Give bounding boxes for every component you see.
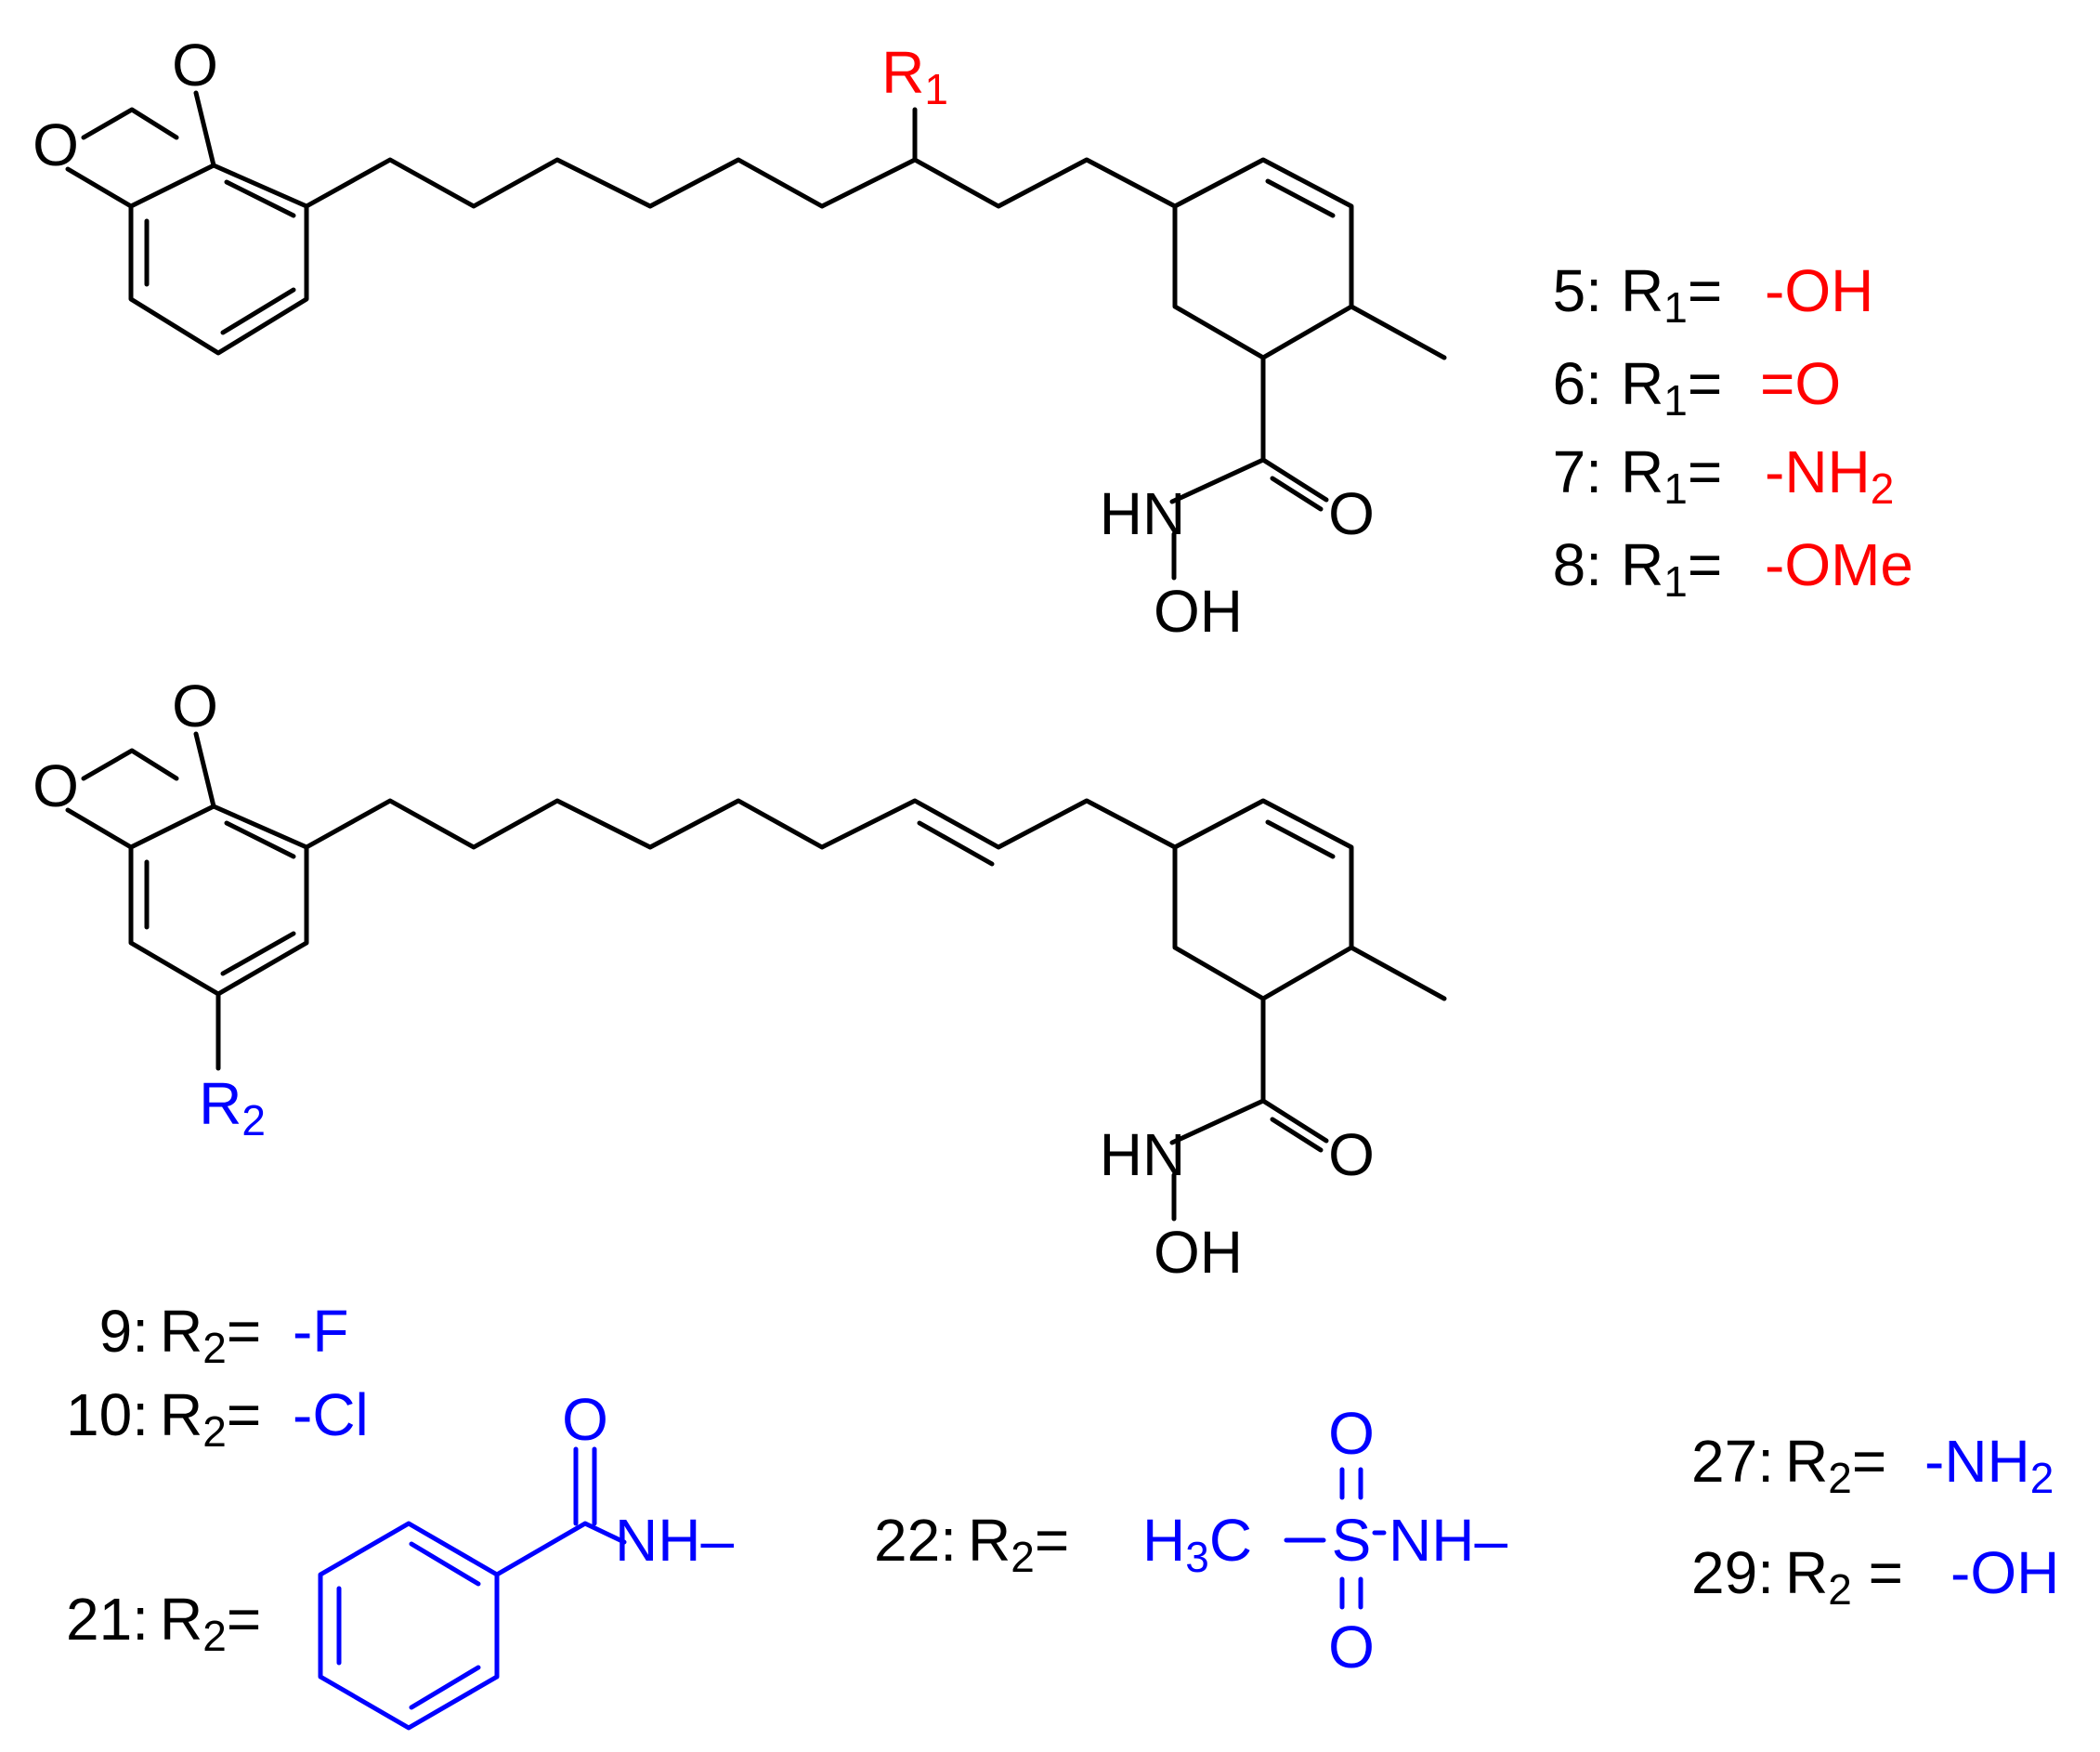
r2-legend-row: 27: R2= -NH2 (1691, 1428, 2054, 1502)
substituent-value: -OH (1950, 1539, 2059, 1606)
substituent-value: -OMe (1765, 531, 1913, 598)
oh-label: OH (1154, 578, 1243, 645)
benzamide-amide-bonds (494, 1446, 627, 1577)
compound-number: 21: (66, 1586, 149, 1653)
compound-number: 6: (1553, 350, 1602, 417)
oh-label: OH (1154, 1219, 1243, 1286)
carbonyl-oxygen-label: O (562, 1386, 608, 1453)
compound-number: 27: (1691, 1428, 1774, 1495)
r1-substituent-label: R1 (881, 39, 948, 113)
compound-number: 5: (1553, 257, 1602, 324)
r-label: R1= (1621, 257, 1722, 332)
r2-legend-row: 21: R2= O NH– (66, 1386, 734, 1731)
r2-legend-row: 22: R2= H3C S O O NH– (874, 1400, 1507, 1680)
cyclohexene-double-2 (1265, 819, 1336, 859)
compound-number: 9: (99, 1298, 149, 1365)
oxygen-label: O (172, 673, 218, 739)
benzamide-ring (318, 1521, 500, 1731)
hn-label: HN (1100, 1121, 1185, 1188)
structure-r1-series: O O R1 O HN OH (33, 32, 1447, 645)
r-label: R2= (160, 1381, 261, 1456)
carbonyl-2 (1260, 1098, 1329, 1153)
r1-legend: 5: R1= -OH 6: R1= =O 7: R1= -NH2 8: R1= … (1553, 257, 1913, 606)
benzamide-ring-inner (336, 1541, 481, 1710)
benzamide-substituent: O NH– (318, 1386, 734, 1731)
h3c-label: H3C (1142, 1507, 1252, 1581)
r-label: R2 = (1785, 1539, 1920, 1614)
r2-legend-row: 9: R2= -F (99, 1298, 349, 1372)
trans-double-bond (917, 820, 995, 867)
benzene-ring-1-inner (144, 179, 296, 335)
substituent-value: -F (293, 1298, 348, 1365)
compound-number: 10: (66, 1381, 149, 1448)
methanesulfonamide-substituent: H3C S O O NH– (1142, 1400, 1507, 1680)
cyclohexene-ring-1 (1172, 157, 1354, 360)
methylenedioxy-bonds (81, 748, 179, 781)
benzene-ring-2-inner (144, 820, 296, 976)
alkenyl-chain (304, 798, 1178, 850)
r1-legend-row: 7: R1= -NH2 (1553, 438, 1895, 513)
substituent-value: =O (1760, 350, 1841, 417)
carbonyl-1 (1260, 457, 1329, 512)
methyl-2 (1349, 945, 1447, 1001)
carbonyl-oxygen-label: O (1328, 1121, 1375, 1188)
r2-legend: 9: R2= -F 10: R2= -Cl 21: R2= O NH– 22: … (66, 1298, 2059, 1731)
r1-legend-row: 8: R1= -OMe (1553, 531, 1913, 606)
nh-label: NH– (1389, 1507, 1507, 1574)
oxygen-label: O (33, 752, 79, 819)
sulfonyl-oxygen-label: O (1328, 1400, 1375, 1467)
methylenedioxy-bonds (81, 107, 179, 140)
hn-label: HN (1100, 480, 1185, 547)
hydroxamate-bonds-2 (1169, 996, 1266, 1222)
substituent-value: -OH (1765, 257, 1873, 324)
r-label: R1= (1621, 350, 1722, 425)
compound-number: 29: (1691, 1539, 1774, 1606)
r-label: R2= (968, 1507, 1069, 1581)
r1-legend-row: 6: R1= =O (1553, 350, 1842, 425)
substituent-value: -NH2 (1765, 438, 1894, 513)
r-label: R2= (160, 1586, 261, 1660)
r-label: R1= (1621, 531, 1722, 606)
cyclohexene-ring-2 (1172, 798, 1354, 1001)
methyl-1 (1349, 304, 1447, 360)
oxygen-label: O (172, 32, 218, 98)
sulfur-label: S (1332, 1507, 1372, 1574)
r-label: R1= (1621, 438, 1722, 513)
r-label: R2= (1785, 1428, 1886, 1502)
substituent-value: -NH2 (1924, 1428, 2054, 1502)
benzene-ring-2 (128, 804, 309, 997)
r2-substituent-label: R2 (199, 1070, 266, 1144)
r2-legend-row: 10: R2= -Cl (66, 1381, 369, 1456)
structure-r2-series: O O R2 O HN OH (33, 673, 1447, 1286)
r2-legend-row: 29: R2 = -OH (1691, 1539, 2059, 1614)
compound-number: 7: (1553, 438, 1602, 505)
compound-number: 8: (1553, 531, 1602, 598)
oxygen-label: O (33, 111, 79, 178)
nh-label: NH– (615, 1507, 734, 1574)
benzene-ring-1 (128, 163, 309, 356)
dioxole-o-ring-bonds (65, 90, 216, 209)
r1-legend-row: 5: R1= -OH (1553, 257, 1874, 332)
sulfonyl-double-bonds (1339, 1467, 1387, 1610)
r-label: R2= (160, 1298, 261, 1372)
dioxole-o-ring-bonds (65, 731, 216, 850)
alkyl-chain-1 (304, 157, 1178, 209)
sulfonyl-oxygen-label: O (1328, 1614, 1375, 1680)
cyclohexene-double-1 (1265, 178, 1336, 218)
compound-number: 22: (874, 1507, 957, 1574)
hydroxamate-bonds-1 (1169, 355, 1266, 581)
substituent-value: -Cl (293, 1381, 369, 1448)
carbonyl-oxygen-label: O (1328, 480, 1375, 547)
